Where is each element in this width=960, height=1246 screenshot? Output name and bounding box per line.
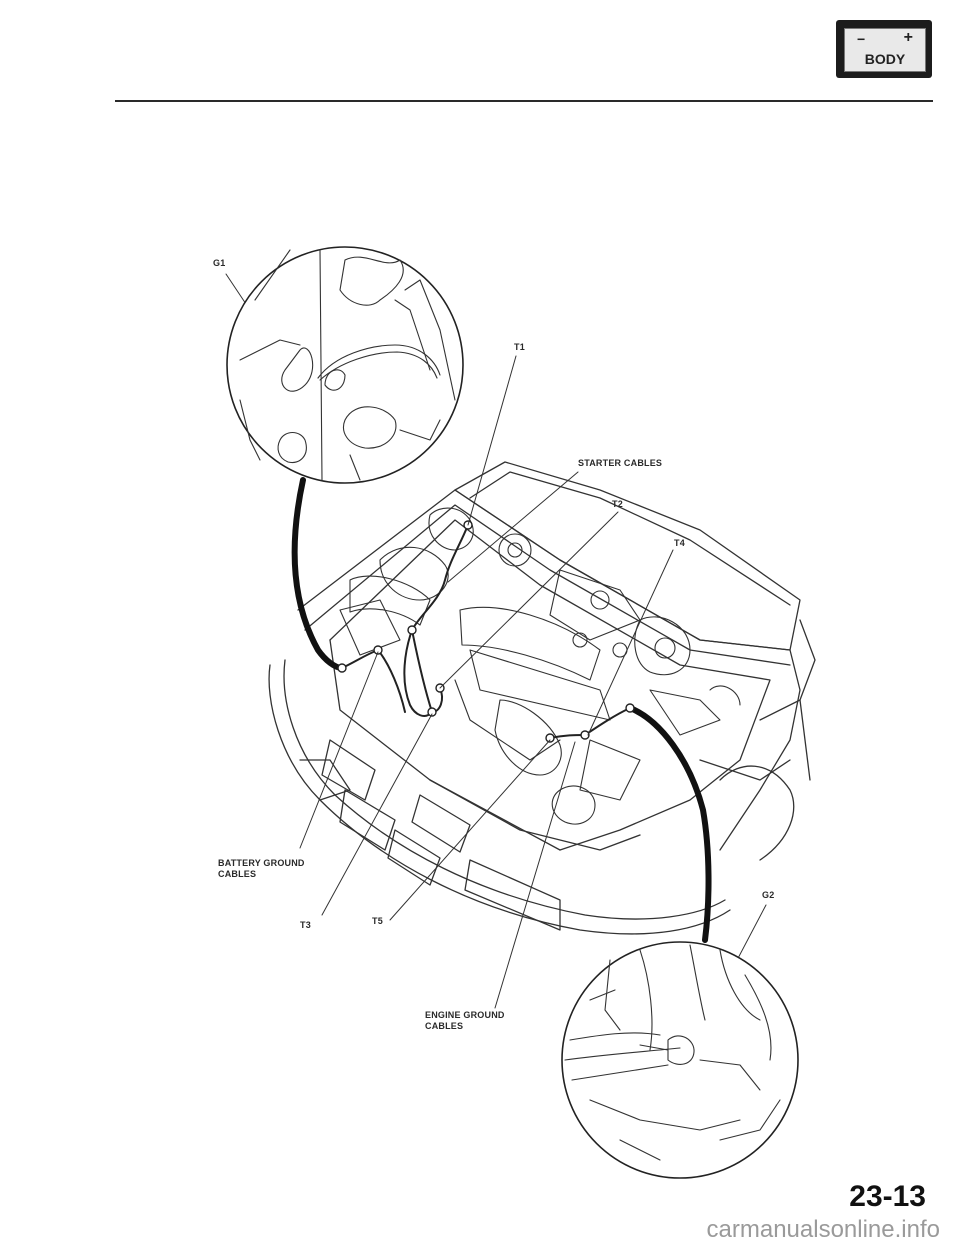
- badge-label: BODY: [864, 51, 906, 67]
- callout-engine-ground-line-2: CABLES: [425, 1021, 464, 1031]
- watermark: carmanualsonline.info: [706, 1216, 940, 1243]
- callout-engine-ground-cables: ENGINE GROUND CABLES: [425, 1010, 505, 1032]
- car-body-outline: [268, 461, 816, 935]
- callout-t4: T4: [674, 538, 685, 548]
- battery-body-icon: − + BODY: [836, 20, 932, 78]
- inset-g1: [226, 246, 464, 484]
- callout-t3: T3: [300, 920, 311, 930]
- engine-components: [339, 507, 741, 825]
- callout-g1: G1: [213, 258, 226, 268]
- callout-battery-ground-line-1: BATTERY GROUND: [218, 858, 305, 868]
- badge-plus: +: [903, 29, 913, 46]
- cable-routing: [341, 524, 631, 739]
- callout-battery-ground-line-2: CABLES: [218, 869, 257, 879]
- callout-t2: T2: [612, 499, 623, 509]
- inset-connectors: [291, 477, 712, 943]
- page-number: 23-13: [849, 1180, 926, 1213]
- callout-g2: G2: [762, 890, 775, 900]
- terminal-markers: [337, 520, 635, 743]
- header-rule: [115, 100, 933, 102]
- badge-face: − + BODY: [844, 28, 926, 72]
- badge-minus: −: [857, 31, 866, 47]
- inset-g2: [561, 941, 799, 1179]
- callout-t5: T5: [372, 916, 383, 926]
- callout-starter-cables: STARTER CABLES: [578, 458, 663, 468]
- callout-t1: T1: [514, 342, 525, 352]
- callout-battery-ground-cables: BATTERY GROUND CABLES: [218, 858, 305, 880]
- callout-engine-ground-line-1: ENGINE GROUND: [425, 1010, 505, 1020]
